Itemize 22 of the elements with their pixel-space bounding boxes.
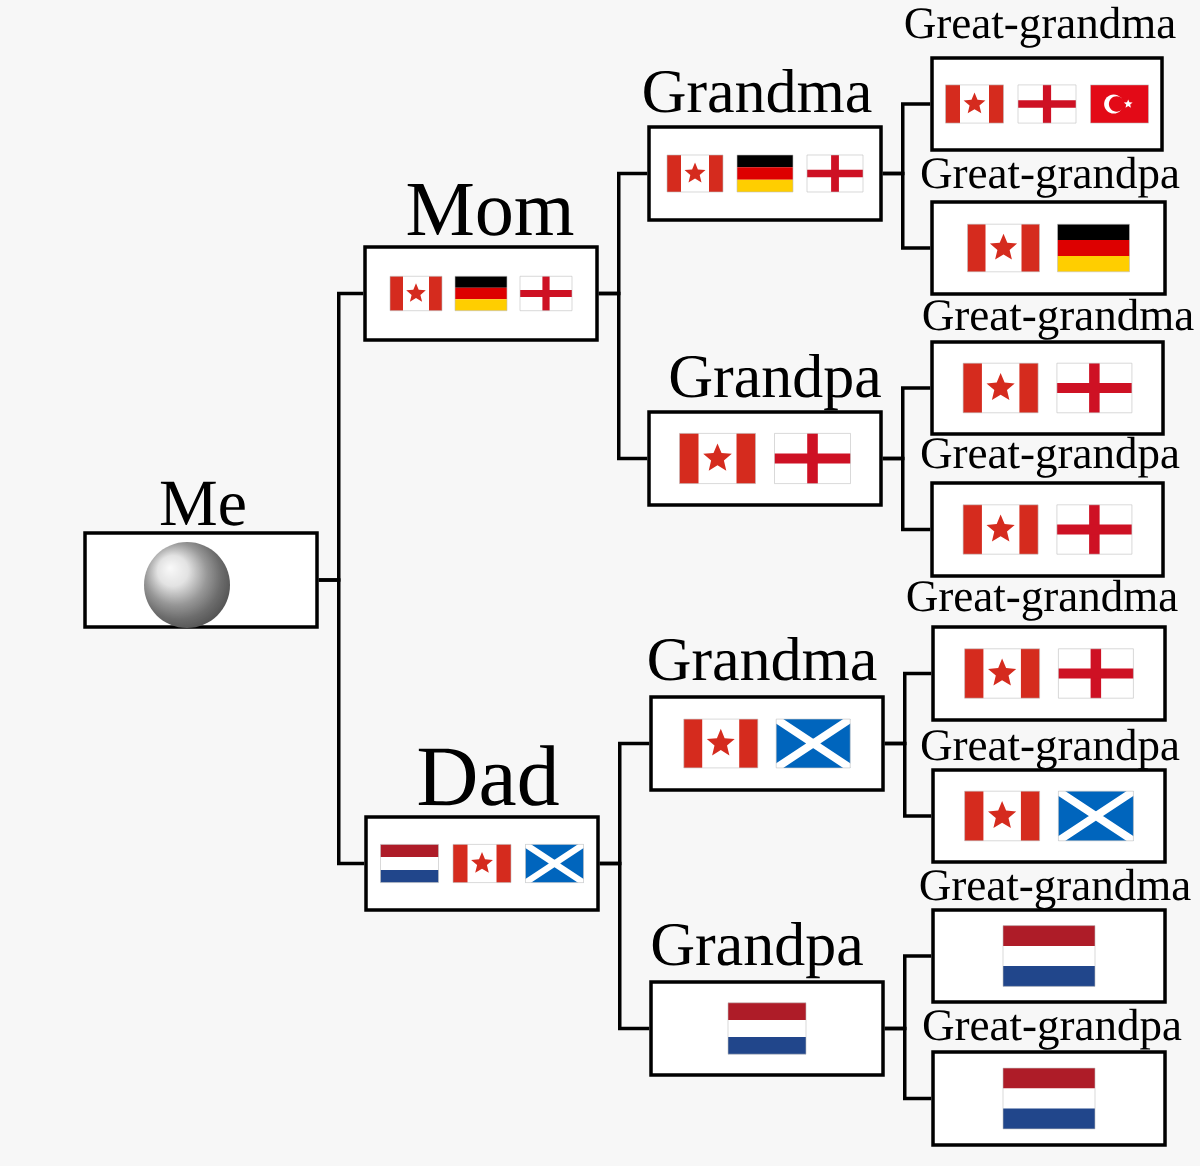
connector-line [882,171,931,250]
name-heading: Mom [407,183,574,236]
name-heading: Dad [418,745,559,806]
name-heading: Me [160,481,245,526]
name-heading: Grandpa [652,922,863,979]
connector-line [884,741,932,818]
connector-line [884,1026,932,1101]
name-heading: Great-grandma [905,6,1176,48]
connector-line [598,291,648,461]
name-heading: Great-grandma [923,298,1194,340]
name-heading: Great-grandma [920,868,1191,910]
name-heading: Grandpa [670,354,881,411]
name-heading: Grandma [644,69,872,113]
name-heading: Grandma [649,637,877,681]
name-heading: Great-grandpa [923,1008,1182,1050]
connector-line [318,578,365,866]
name-heading: Great-grandpa [921,156,1180,198]
name-heading: Great-grandma [907,579,1178,621]
name-heading: Great-grandpa [921,728,1180,770]
connector-line [882,456,931,532]
connector-line [599,861,650,1031]
name-heading: Great-grandpa [921,436,1180,478]
